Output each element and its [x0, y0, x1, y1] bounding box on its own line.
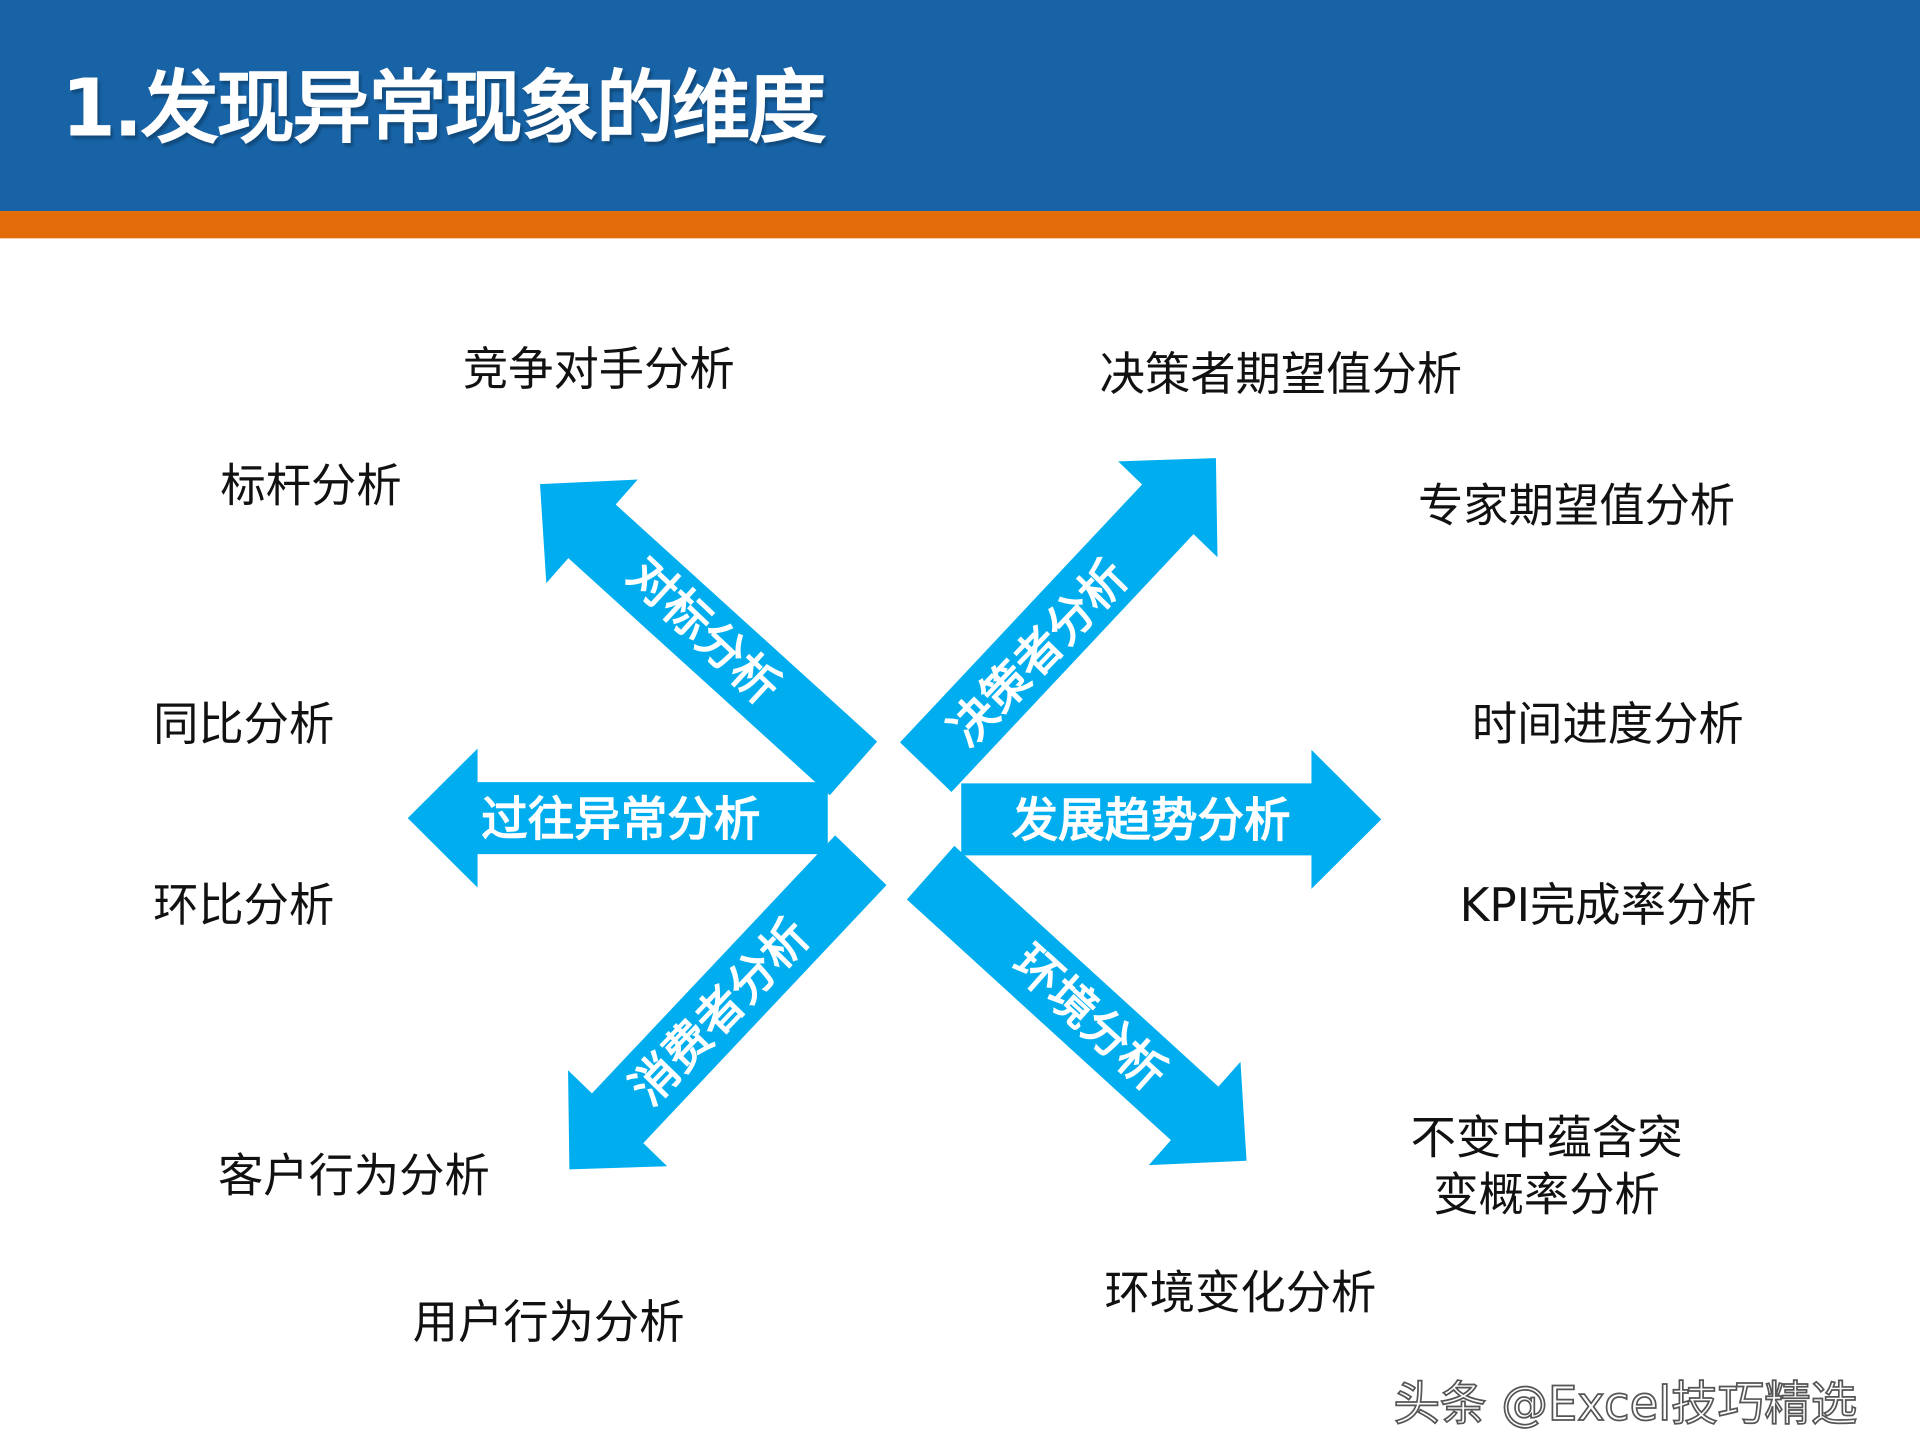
label-competitor: 竞争对手分析: [462, 342, 735, 397]
environment-arrow: [906, 845, 1247, 1166]
label-decision-expectation: 决策者期望值分析: [1099, 347, 1463, 401]
decision-maker-arrow: [900, 458, 1218, 793]
header-bar: [0, 0, 1920, 212]
consumer-arrow: [568, 835, 887, 1170]
label-user-behavior: 用户行为分析: [412, 1296, 685, 1350]
label-expert-expectation: 专家期望值分析: [1417, 479, 1736, 533]
header-accent-stripe: [0, 211, 1920, 239]
arrow-label-benchmark: 对标分析: [617, 547, 790, 715]
label-benchmark: 标杆分析: [220, 459, 402, 513]
arrow-label-past: 过往异常分析: [481, 793, 760, 847]
arrow-label-environment: 环境分析: [1002, 935, 1176, 1102]
page-title: 1.发现异常现象的维度: [61, 63, 826, 156]
label-yoy: 同比分析: [153, 697, 335, 752]
arrow-label-trend: 发展趋势分析: [1011, 794, 1290, 848]
trend-arrow: [961, 749, 1382, 889]
label-kpi: KPI完成率分析: [1459, 878, 1757, 933]
label-mutation-line1: 不变中蕴含突: [1410, 1111, 1683, 1165]
label-customer-behavior: 客户行为分析: [217, 1149, 490, 1203]
arrow-label-decision-maker: 决策者分析: [939, 550, 1139, 757]
arrow-label-consumer: 消费者分析: [621, 909, 821, 1116]
label-mom: 环比分析: [153, 878, 335, 933]
label-time-progress: 时间进度分析: [1471, 697, 1744, 752]
benchmark-arrow: [540, 479, 878, 796]
watermark: 头条 @Excel技巧精选: [1393, 1376, 1858, 1432]
label-mutation-probability: 不变中蕴含突 变概率分析: [1396, 1110, 1697, 1224]
label-environment-change: 环境变化分析: [1104, 1266, 1377, 1320]
label-mutation-line2: 变概率分析: [1433, 1168, 1660, 1222]
past-arrow: [407, 748, 828, 888]
